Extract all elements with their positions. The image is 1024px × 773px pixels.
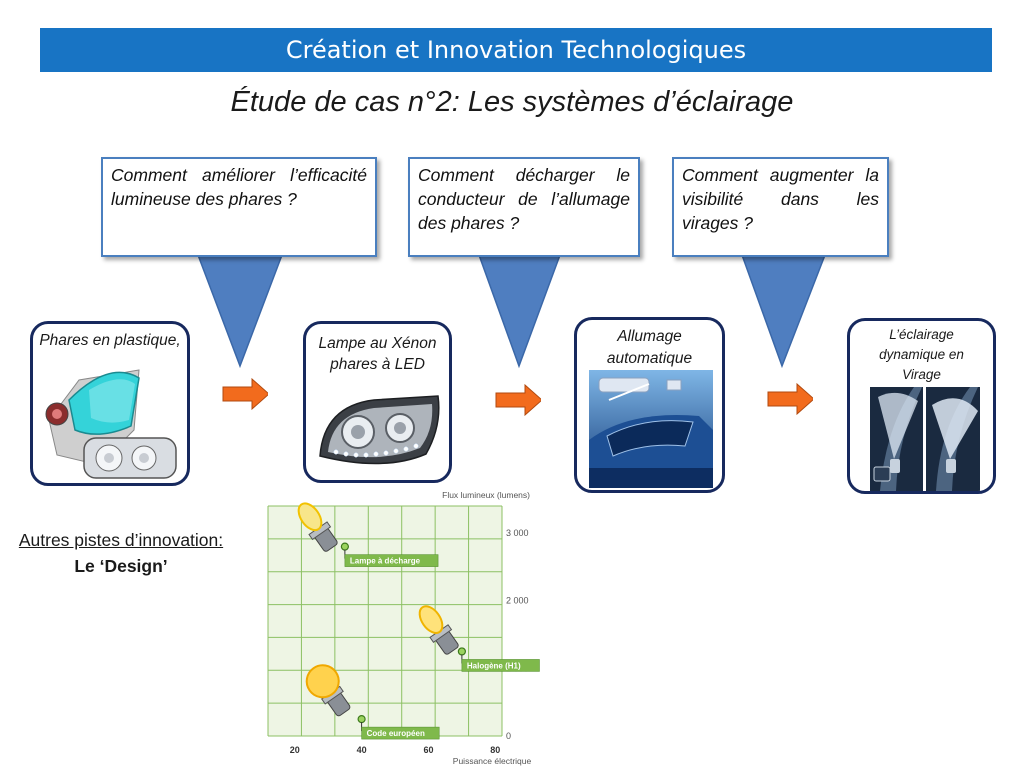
stage-box-automatic-lighting: Allumage automatique bbox=[574, 317, 725, 493]
stage-label: Virage bbox=[902, 367, 941, 382]
stage-label-wrap: L’éclairage dynamique en Virage bbox=[850, 325, 993, 385]
y-axis-label: Flux lumineux (lumens) bbox=[442, 490, 530, 500]
callout-pointer-1 bbox=[196, 254, 284, 369]
callout-line: conducteur de l’allumage bbox=[418, 189, 630, 209]
data-point-label-bg bbox=[361, 726, 440, 740]
lamp-bulbs bbox=[297, 502, 459, 717]
xenon-headlight-image bbox=[319, 395, 440, 465]
callout-line: Comment décharger le bbox=[418, 165, 630, 185]
bulb-glass bbox=[297, 502, 323, 532]
y-tick-label: 3 000 bbox=[506, 528, 529, 538]
data-point-label: Code européen bbox=[367, 729, 425, 738]
x-axis-label: Puissance électrique bbox=[453, 756, 532, 766]
stage-label: L’éclairage bbox=[889, 327, 954, 342]
callout-line: lumineuse des phares ? bbox=[111, 189, 297, 209]
callout-line: virages ? bbox=[682, 213, 754, 233]
x-tick-label: 40 bbox=[357, 745, 367, 755]
data-point-marker bbox=[340, 542, 349, 551]
automatic-lighting-image bbox=[589, 370, 713, 488]
y-tick-label: 0 bbox=[506, 731, 511, 741]
lamp-bulb-icon bbox=[297, 502, 338, 552]
x-tick-label: 80 bbox=[490, 745, 500, 755]
other-innovation-design: Le ‘Design’ bbox=[74, 556, 168, 576]
callout-line: Comment améliorer l’efficacité bbox=[111, 165, 367, 185]
lamp-bulb-icon bbox=[305, 664, 351, 717]
data-point-marker bbox=[357, 714, 366, 724]
stage-label: phares à LED bbox=[330, 356, 425, 373]
arrow-right-icon bbox=[222, 378, 268, 410]
x-axis-ticks: 20 40 60 80 bbox=[290, 745, 501, 755]
callout-pointer-3 bbox=[740, 254, 827, 369]
stage-label: Phares en plastique, bbox=[39, 332, 181, 349]
page-title: Création et Innovation Technologiques bbox=[285, 36, 747, 64]
plastic-headlight-image bbox=[45, 369, 177, 479]
data-point-label-bg bbox=[344, 554, 439, 567]
data-point-label: Lampe à décharge bbox=[350, 557, 421, 566]
callout-line: des phares ? bbox=[418, 213, 520, 233]
stage-label: Allumage bbox=[617, 328, 682, 345]
other-innovation-title: Autres pistes d’innovation: bbox=[18, 530, 224, 550]
y-tick-label: 2 000 bbox=[506, 596, 529, 606]
dynamic-bend-lighting-image bbox=[870, 387, 980, 491]
stage-label: dynamique en bbox=[879, 347, 964, 362]
stage-box-plastic-headlights: Phares en plastique, bbox=[30, 321, 190, 486]
arrow-right-icon bbox=[767, 383, 813, 415]
stage-label-wrap: Lampe au Xénon phares à LED bbox=[306, 333, 449, 375]
page-subtitle: Étude de cas n°2: Les systèmes d’éclaira… bbox=[230, 86, 794, 118]
title-banner: Création et Innovation Technologiques bbox=[40, 28, 992, 72]
stage-label: automatique bbox=[606, 350, 693, 367]
stage-label-wrap: Allumage automatique bbox=[577, 326, 722, 370]
stage-box-dynamic-bend-lighting: L’éclairage dynamique en Virage bbox=[847, 318, 996, 494]
data-point-label-bg bbox=[461, 659, 540, 672]
question-callout-3: Comment augmenter la visibilité dans les… bbox=[672, 157, 889, 257]
question-callout-2: Comment décharger le conducteur de l’all… bbox=[408, 157, 640, 257]
plot-background bbox=[268, 506, 502, 736]
stage-box-xenon-led: Lampe au Xénon phares à LED bbox=[303, 321, 452, 483]
arrow-right-icon bbox=[495, 384, 541, 416]
bulb-glass bbox=[418, 605, 444, 634]
callout-line: visibilité dans les bbox=[682, 189, 879, 209]
callout-pointer-2 bbox=[477, 254, 562, 369]
stage-label: Lampe au Xénon bbox=[318, 335, 437, 352]
question-callout-1: Comment améliorer l’efficacité lumineuse… bbox=[101, 157, 377, 257]
bulb-glass bbox=[305, 664, 340, 699]
data-point-marker bbox=[457, 647, 466, 656]
lamp-bulb-icon bbox=[418, 605, 459, 655]
callout-line: Comment augmenter la bbox=[682, 165, 879, 185]
callout-pointers bbox=[196, 254, 827, 369]
data-point-label: Halogène (H1) bbox=[467, 661, 521, 670]
x-tick-label: 60 bbox=[423, 745, 433, 755]
x-tick-label: 20 bbox=[290, 745, 300, 755]
